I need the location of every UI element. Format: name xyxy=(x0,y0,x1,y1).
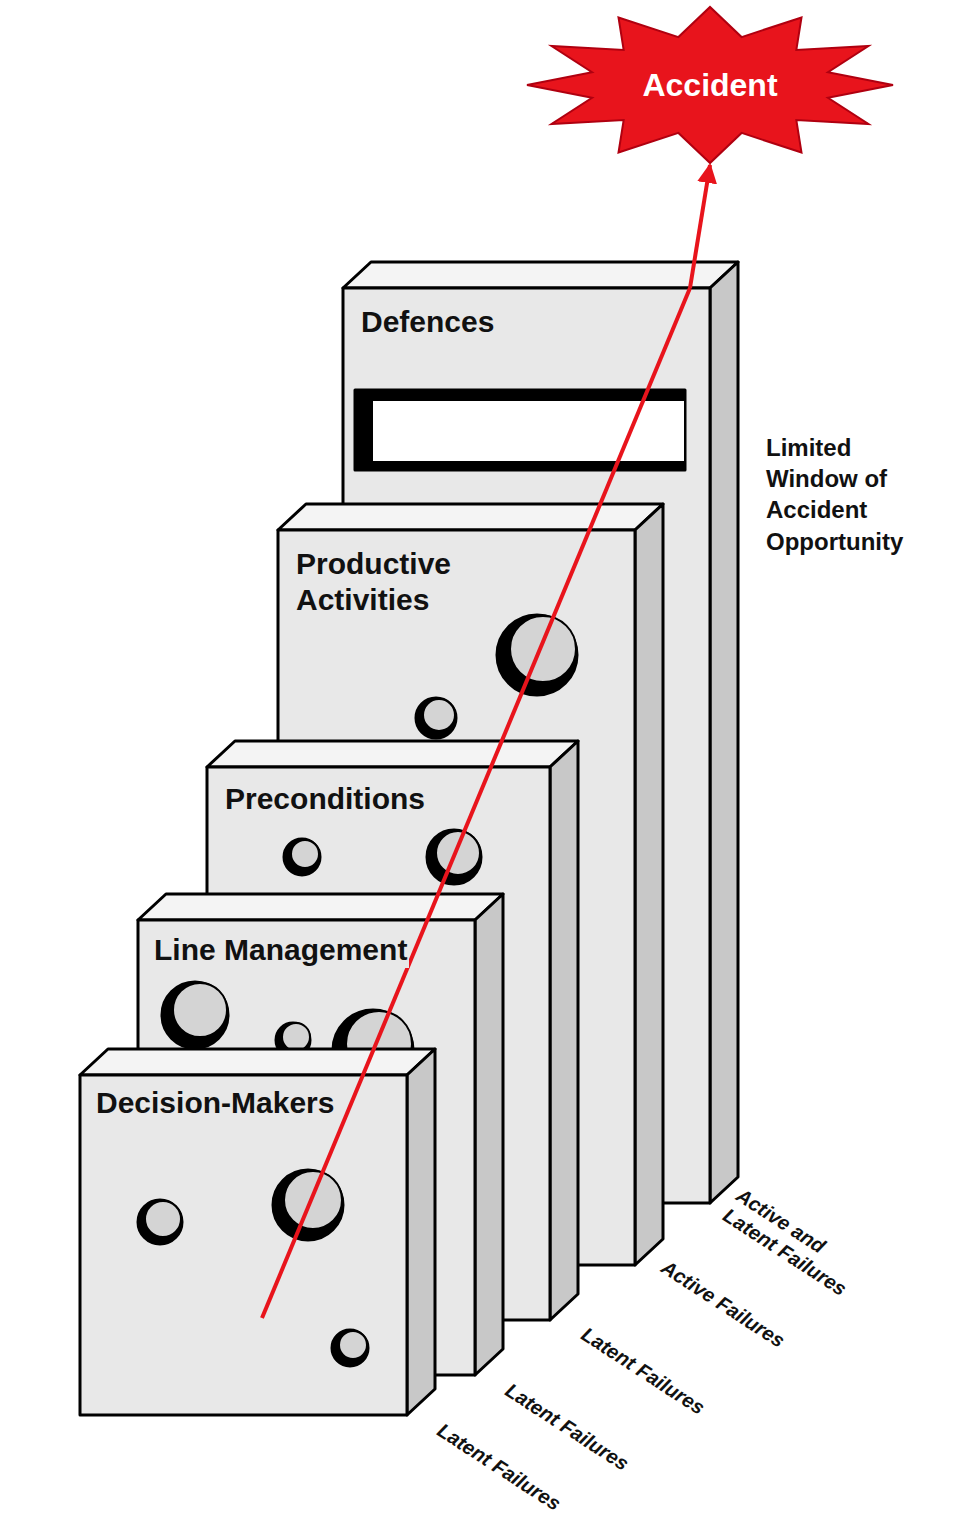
failure-label: Active Failures xyxy=(657,1255,789,1353)
decision-makers-slab xyxy=(80,1049,435,1415)
layer-slab: Decision-Makers xyxy=(80,1075,407,1415)
layer-title: Productive Activities xyxy=(294,546,498,618)
failure-label: Latent Failures xyxy=(577,1322,709,1420)
accident-arrow xyxy=(690,165,710,288)
layer-slab: Productive Activities xyxy=(278,530,635,1265)
failure-label: Active and Latent Failures xyxy=(719,1183,884,1313)
accident-starburst: Accident xyxy=(525,5,895,165)
layer-title: Decision-Makers xyxy=(94,1085,336,1121)
layer-title: Line Management xyxy=(152,932,409,968)
failure-label: Latent Failures xyxy=(433,1418,565,1516)
layer-title: Defences xyxy=(359,304,496,340)
window-note: Limited Window of Accident Opportunity xyxy=(766,432,931,557)
accident-label: Accident xyxy=(640,66,779,104)
failure-label: Latent Failures xyxy=(501,1378,633,1476)
layer-slab: Preconditions xyxy=(207,767,550,1320)
layer-title: Preconditions xyxy=(223,781,427,817)
layer-slab: Defences xyxy=(343,288,710,1203)
layer-slab: Line Management xyxy=(138,920,475,1375)
